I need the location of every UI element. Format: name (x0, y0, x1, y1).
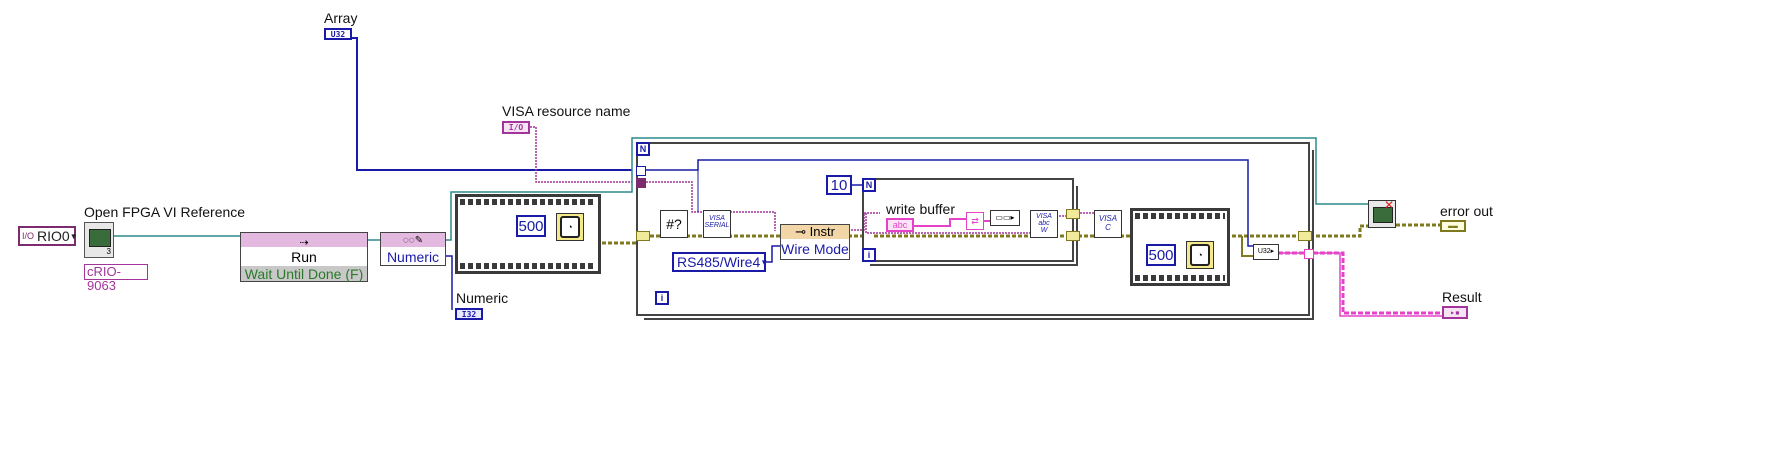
numeric-output-wire[interactable] (446, 255, 453, 310)
fpga-port-count: 3 (106, 247, 111, 256)
arrow-right-icon: ⇢ (299, 237, 309, 249)
error-out-label: error out (1440, 203, 1493, 219)
key-icon: ⊸ (795, 224, 810, 239)
invoke-method-name: Run (241, 249, 367, 265)
inner-shift-register-bottom[interactable] (1066, 231, 1080, 241)
convert-icon: ⇄ (971, 216, 979, 226)
result-terminal[interactable]: ▸▪ (1442, 306, 1468, 319)
format-into-string-node[interactable]: U32▸ (1253, 244, 1279, 260)
error-wire-sub[interactable] (1241, 236, 1253, 257)
fpga-ref-loop-wire[interactable] (446, 137, 1370, 241)
close-x-icon: ✕ (1383, 198, 1394, 212)
watch-icon: ◔ (560, 216, 580, 238)
write-buffer-label: write buffer (886, 201, 955, 217)
visa-resource-label: VISA resource name (502, 103, 631, 119)
outer-for-loop[interactable] (636, 142, 1314, 320)
error-shift-register-right[interactable] (1298, 231, 1312, 241)
result-label: Result (1442, 289, 1482, 305)
outer-loop-count-terminal[interactable]: N (636, 142, 650, 156)
rio-io-icon: I/O (22, 231, 35, 241)
wire-mode-value: RS485/Wire4 (677, 254, 761, 270)
inner-loop-count-constant[interactable]: 10 (826, 175, 852, 195)
inner-for-loop[interactable] (862, 178, 1078, 266)
close-fpga-reference-node[interactable]: ✕ (1368, 198, 1396, 228)
error-shift-register-left[interactable] (636, 231, 650, 241)
rio-resource-value: RIO0 (37, 228, 70, 244)
property-node[interactable]: ⊸ Instr Wire Mode (780, 224, 850, 260)
concatenate-icon: ▭▭▸ (995, 213, 1015, 222)
array-wire[interactable] (352, 37, 632, 171)
fpga-target-label: cRIO-9063 (84, 264, 148, 293)
inner-loop-count-terminal[interactable]: N (862, 178, 876, 192)
string-to-byte-node[interactable]: ⇄ (966, 212, 984, 230)
inner-loop-iteration-terminal: i (862, 248, 876, 262)
read-write-item: Numeric (386, 249, 440, 265)
error-out-icon: ▬▬ (1448, 221, 1458, 231)
flat-sequence-2[interactable] (1130, 208, 1230, 286)
invoke-method-header: ⇢ (241, 233, 367, 249)
property-node-class: ⊸ Instr (781, 225, 849, 239)
array-label: Array (324, 10, 358, 26)
watch-icon: ◔ (1190, 244, 1210, 266)
concatenate-node[interactable]: ▭▭▸ (990, 210, 1020, 226)
fpga-chip-icon (89, 229, 111, 247)
wait-ms-node-2[interactable]: ◔ (1186, 241, 1214, 269)
property-node-item: Wire Mode (781, 241, 849, 257)
wire-mode-enum-constant[interactable]: RS485/Wire4 ▼ (672, 252, 769, 272)
write-buffer-wire[interactable] (912, 218, 966, 227)
wire-mode-wire[interactable] (766, 245, 780, 263)
visa-through-loop-wire[interactable] (848, 212, 880, 231)
wait-ms-constant-1[interactable]: 500 (516, 215, 546, 237)
open-fpga-label: Open FPGA VI Reference (84, 204, 246, 220)
wait-ms-constant-2[interactable]: 500 (1146, 244, 1176, 266)
visa-in-loop-wire[interactable] (865, 213, 1030, 234)
error-wire-final[interactable] (1310, 224, 1370, 238)
glasses-pencil-icon: ◌◌✎ (402, 235, 424, 246)
result-tunnel[interactable] (1304, 249, 1314, 259)
array-auto-index-tunnel[interactable] (636, 166, 646, 176)
outer-loop-iteration-terminal: i (655, 291, 669, 305)
rio-resource-control[interactable]: I/O RIO0 ▼ (18, 226, 78, 246)
read-write-header: ◌◌✎ (381, 233, 445, 247)
invoke-method-param: Wait Until Done (F) (241, 266, 367, 282)
chevron-down-icon[interactable]: ▼ (69, 231, 78, 241)
wait-ms-node-1[interactable]: ◔ (556, 213, 584, 241)
fpga-chip-icon (1373, 207, 1393, 223)
numeric-output-label: Numeric (456, 290, 509, 306)
inner-shift-register-top[interactable] (1066, 209, 1080, 219)
visa-resource-terminal[interactable]: I/O (502, 121, 530, 134)
clear-errors-node[interactable]: #? (660, 210, 688, 238)
visa-to-property-wire[interactable] (730, 211, 776, 231)
write-buffer-constant[interactable]: abc (886, 218, 914, 232)
array-index-wire[interactable] (646, 159, 1266, 247)
array-terminal[interactable]: U32 (324, 28, 352, 40)
visa-tunnel[interactable] (636, 178, 646, 188)
open-fpga-node[interactable]: 3 (84, 222, 114, 258)
invoke-method-node[interactable]: ⇢ Run Wait Until Done (F) (240, 232, 368, 282)
visa-resource-wire[interactable] (530, 126, 632, 183)
read-write-control-node[interactable]: ◌◌✎ Numeric (380, 232, 446, 266)
clear-errors-icon: #? (666, 216, 682, 232)
result-string-icon: ▸▪ (1450, 308, 1460, 317)
error-out-terminal[interactable]: ▬▬ (1440, 220, 1466, 232)
chevron-down-icon[interactable]: ▼ (760, 257, 769, 267)
numeric-output-terminal[interactable]: I32 (455, 308, 483, 320)
format-string-icon: U32▸ (1257, 248, 1275, 255)
